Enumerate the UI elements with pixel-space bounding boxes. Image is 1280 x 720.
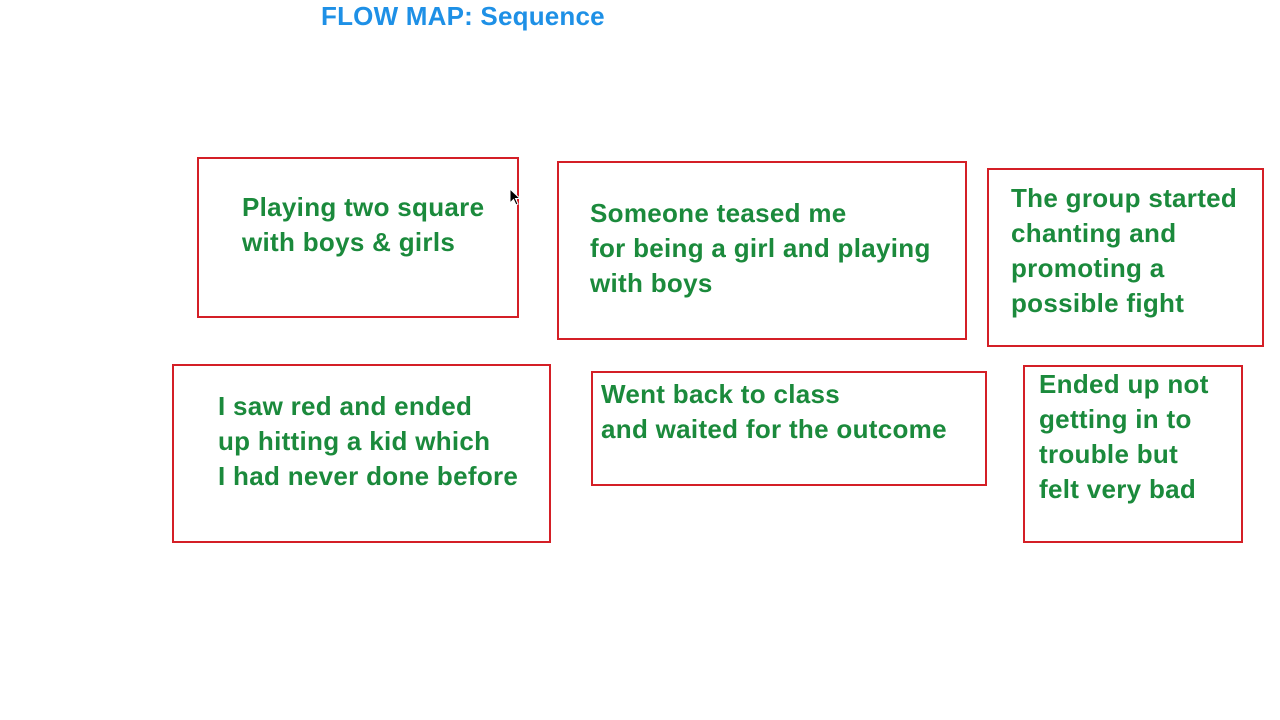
flow-step-4-box: I saw red and ended up hitting a kid whi… xyxy=(172,364,551,543)
flow-step-2-box: Someone teased me for being a girl and p… xyxy=(557,161,967,340)
flow-step-1-text: Playing two square with boys & girls xyxy=(242,192,485,257)
flow-step-5-box: Went back to class and waited for the ou… xyxy=(591,371,987,486)
flow-step-3-box: The group started chanting and promoting… xyxy=(987,168,1264,347)
flow-step-3-text: The group started chanting and promoting… xyxy=(1011,183,1238,318)
flow-step-6-text: Ended up not getting in to trouble but f… xyxy=(1039,369,1209,504)
flow-step-2-text: Someone teased me for being a girl and p… xyxy=(590,198,931,298)
flow-step-4-text: I saw red and ended up hitting a kid whi… xyxy=(218,391,519,491)
flow-step-1-box: Playing two square with boys & girls xyxy=(197,157,519,318)
flow-step-5-text: Went back to class and waited for the ou… xyxy=(601,379,947,444)
flow-step-6-box: Ended up not getting in to trouble but f… xyxy=(1023,365,1243,543)
page-title: FLOW MAP: Sequence xyxy=(321,1,605,31)
mouse-pointer-icon xyxy=(509,188,521,206)
